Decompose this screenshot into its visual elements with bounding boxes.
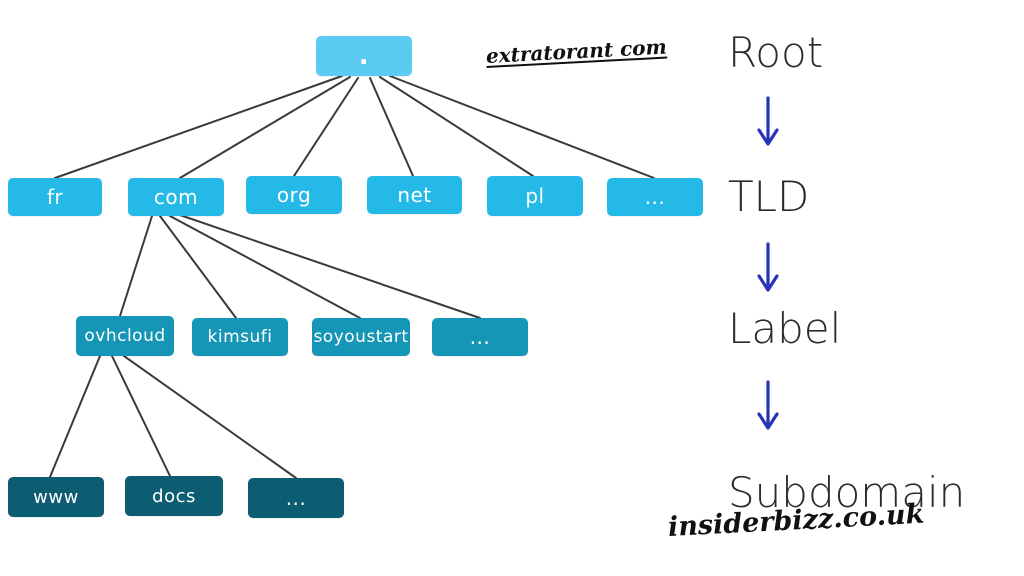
edge-root-fr (54, 75, 343, 179)
tld-node-more: ... (607, 178, 703, 216)
label-node-label: ovhcloud (84, 326, 166, 346)
edge-root-com (179, 76, 351, 179)
edge-com-ovhcloud (119, 215, 153, 317)
edge-com-more (179, 214, 481, 319)
subdomain-node-more: ... (248, 478, 344, 518)
tld-node-label: net (397, 183, 432, 207)
edge-root-more (389, 75, 655, 179)
subdomain-node-label: docs (152, 485, 196, 507)
edge-ovhcloud-more (123, 355, 297, 479)
tld-node-label: org (276, 183, 312, 207)
root-node-label: . (358, 41, 370, 71)
edge-root-net (369, 77, 414, 177)
level-label-subdomain: Subdomain (728, 468, 966, 517)
edge-ovhcloud-www (49, 355, 101, 478)
arrow-down-icon (757, 242, 779, 292)
tld-node-com: com (128, 178, 224, 216)
tld-node-fr: fr (8, 178, 102, 216)
tld-node-label: ... (644, 185, 666, 209)
arrow-down-icon (757, 96, 779, 146)
edge-com-kimsufi (159, 215, 237, 319)
edge-root-org (293, 77, 359, 177)
edge-ovhcloud-docs (111, 355, 171, 477)
label-node-label: soyoustart (313, 327, 409, 347)
edge-com-soyoustart (169, 215, 361, 319)
label-node-more: ... (432, 318, 528, 356)
subdomain-node-label: ... (285, 486, 307, 510)
subdomain-node-docs: docs (125, 476, 223, 516)
level-label-root: Root (728, 28, 824, 77)
level-label-label: Label (728, 304, 842, 353)
tld-node-label: pl (525, 184, 545, 208)
arrow-down-icon (757, 380, 779, 430)
tld-node-label: com (153, 185, 199, 209)
edge-root-pl (379, 76, 534, 177)
tld-node-pl: pl (487, 176, 583, 216)
label-node-kimsufi: kimsufi (192, 318, 288, 356)
subdomain-node-label: www (33, 486, 79, 508)
label-node-ovhcloud: ovhcloud (76, 316, 174, 356)
tld-node-org: org (246, 176, 342, 214)
tld-node-label: fr (46, 185, 64, 209)
tld-node-net: net (367, 176, 462, 214)
subdomain-node-www: www (8, 477, 104, 517)
level-label-tld: TLD (728, 172, 810, 221)
label-node-soyoustart: soyoustart (312, 318, 410, 356)
label-node-label: ... (469, 325, 491, 349)
label-node-label: kimsufi (207, 327, 273, 347)
root-node: . (316, 36, 412, 76)
